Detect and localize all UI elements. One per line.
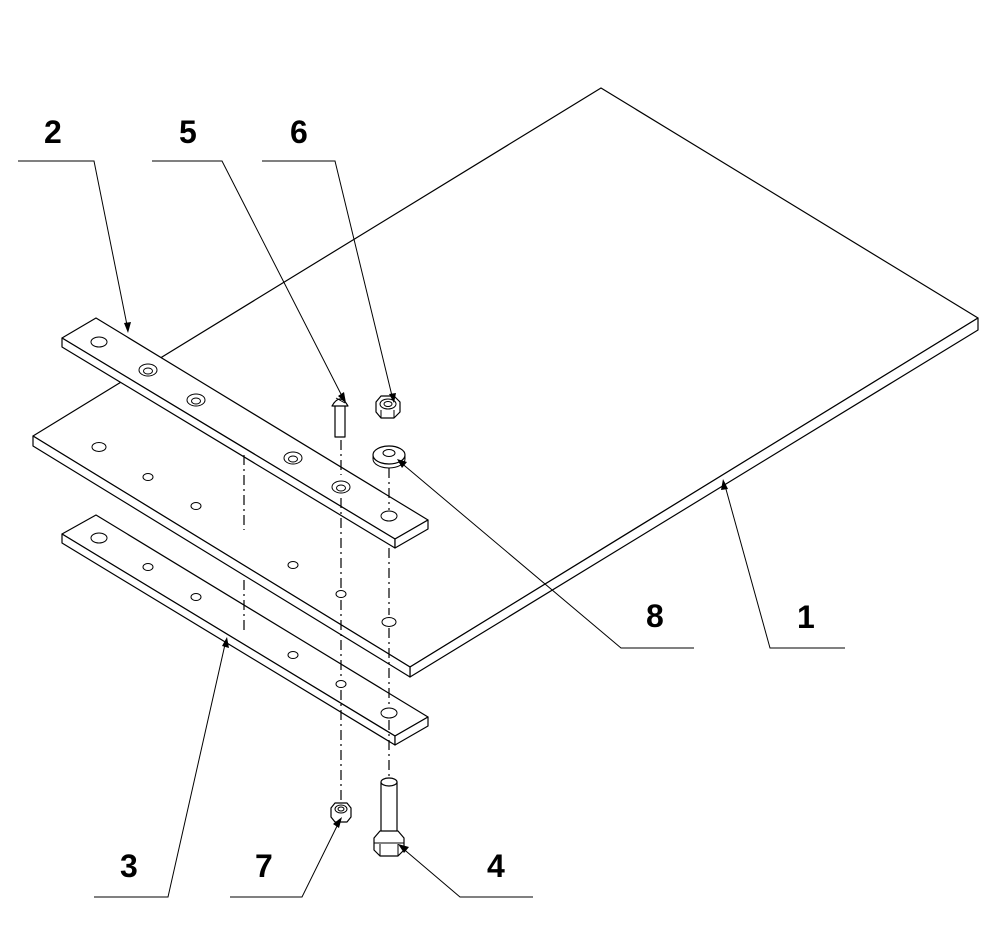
- plate-holes: [91, 442, 397, 627]
- part-1-plate: [32, 87, 979, 678]
- part-2-upper-strip: [61, 317, 429, 549]
- callout-5: 5: [179, 114, 197, 150]
- leader-lines: [18, 160, 845, 898]
- callout-3: 3: [120, 848, 138, 884]
- callout-labels: 2 5 6 8 1 3 7 4: [44, 114, 815, 884]
- axis-lines: [243, 440, 390, 800]
- callout-6: 6: [290, 114, 308, 150]
- callout-4: 4: [487, 848, 505, 884]
- part-7-small-nut: [330, 802, 352, 823]
- callout-8: 8: [646, 598, 664, 634]
- callout-2: 2: [44, 114, 62, 150]
- callout-7: 7: [255, 848, 273, 884]
- part-4-bolt: [373, 777, 405, 857]
- part-3-lower-strip: [61, 514, 429, 746]
- part-6-nut: [375, 395, 401, 419]
- callout-1: 1: [797, 599, 815, 635]
- part-5-screw: [331, 397, 349, 438]
